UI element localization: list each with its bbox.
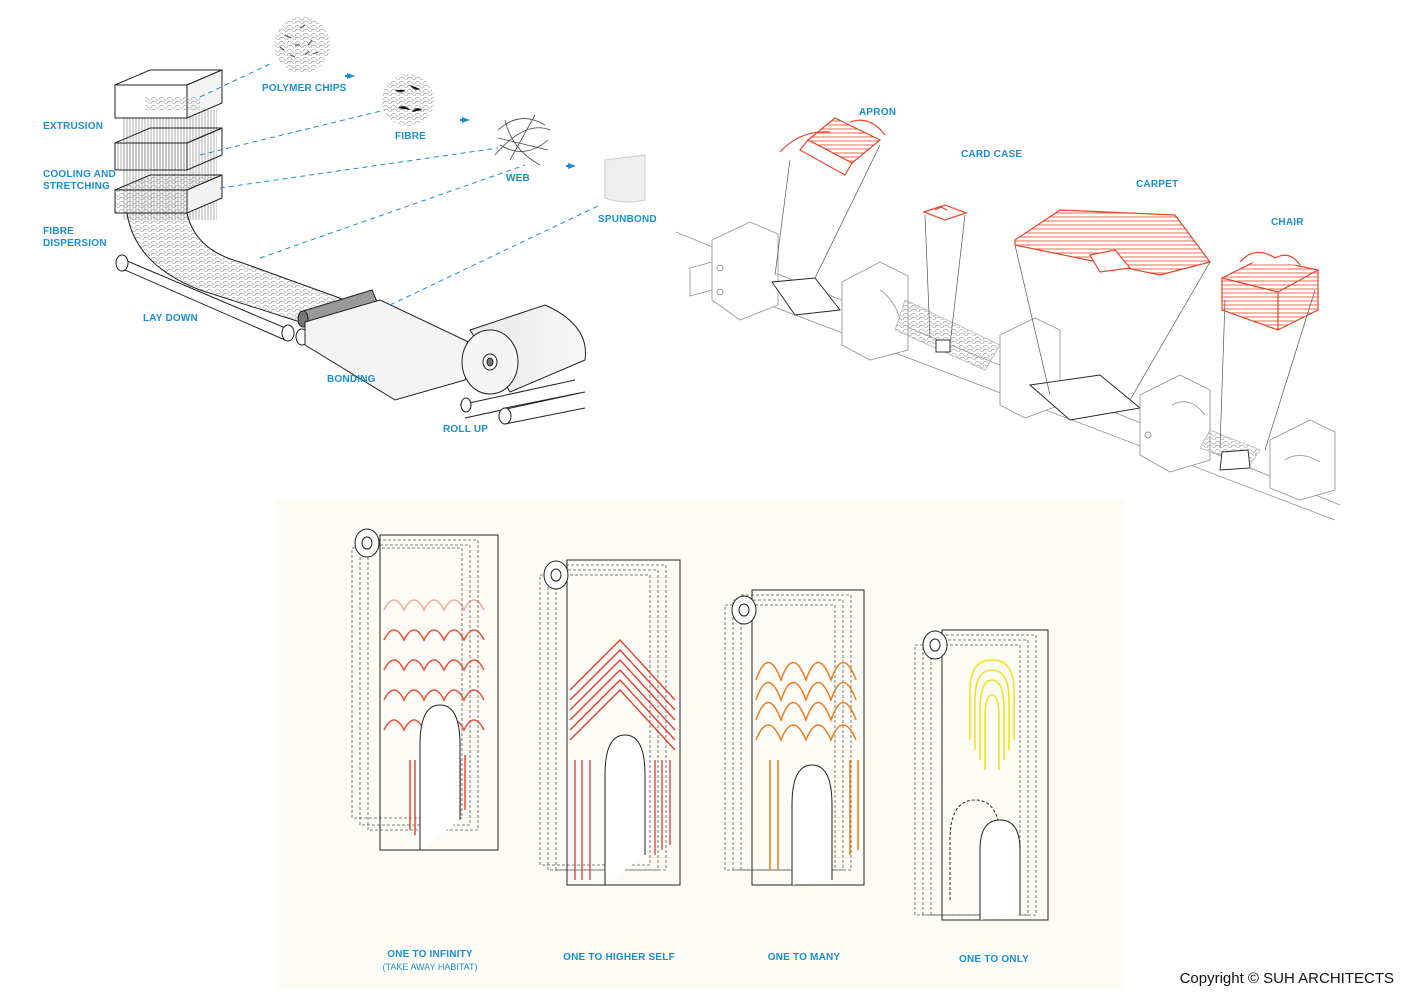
extrusion-box [114,69,223,119]
card-case-product [922,204,968,221]
label-fibre-dispersion: FIBRE DISPERSION [43,226,107,249]
label-apron: APRON [859,107,897,118]
chair-product [1221,251,1319,331]
apron-product [779,117,886,176]
polymer-chips-icon [274,17,330,73]
process-arrows [345,73,576,169]
label-fibre: FIBRE [395,131,426,142]
copyright-notice: Copyright © SUH ARCHITECTS [1179,970,1394,987]
cooling-box [114,127,223,171]
label-polymer-chips: POLYMER CHIPS [262,83,347,94]
label-chair: CHAIR [1271,217,1304,228]
label-roll-up: ROLL UP [443,424,489,435]
study-one-to-infinity [351,528,499,851]
study-one-to-many [724,589,865,886]
label-web: WEB [506,173,530,184]
carpet-product [1014,209,1212,276]
product-production-line [675,144,1341,521]
spunbond-icon [604,154,646,203]
label-card-case: CARD CASE [961,149,1023,160]
dispersion-box [114,174,223,214]
fibre-icon [382,74,434,126]
label-spunbond: SPUNBOND [598,214,657,225]
process-connectors [199,62,601,306]
roll-up [459,304,586,425]
label-carpet: CARPET [1136,179,1179,190]
bonded-sheet [304,299,476,401]
sublabel-take-away-habitat: (TAKE AWAY HABITAT) [382,962,478,972]
label-one-to-only: ONE TO ONLY [959,954,1029,965]
label-bonding: BONDING [327,374,376,385]
web-icon [494,114,551,166]
label-one-to-many: ONE TO MANY [767,952,841,963]
study-one-to-only [914,629,1049,921]
label-cooling-stretching: COOLING AND STRETCHING [43,169,116,192]
label-one-to-infinity: ONE TO INFINITY [387,949,473,960]
label-one-to-higher-self: ONE TO HIGHER SELF [563,952,675,963]
label-extrusion: EXTRUSION [43,121,104,132]
label-lay-down: LAY DOWN [143,313,198,324]
study-one-to-higher-self [539,559,681,886]
fibre-web [126,212,347,323]
spunbond-process-diagram [114,69,586,425]
